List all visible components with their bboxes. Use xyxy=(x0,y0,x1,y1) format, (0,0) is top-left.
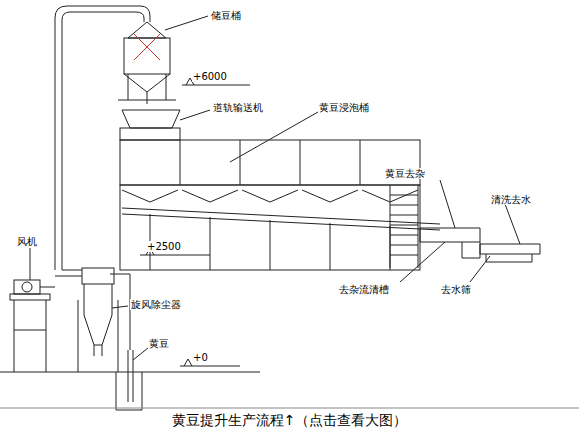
part-label: 旋风除尘器 xyxy=(130,299,182,310)
level-mark: +6000 xyxy=(192,71,228,82)
part-label: 黄豆 xyxy=(148,338,170,349)
part-label: 道轨输送机 xyxy=(212,102,264,113)
part-label: 储豆桶 xyxy=(210,10,242,21)
level-mark: +0 xyxy=(192,352,209,363)
part-label: 去杂流清槽 xyxy=(338,284,390,295)
caption: 黄豆提升生产流程↑（点击查看大图） xyxy=(0,412,579,430)
part-label: 清洗去水 xyxy=(490,194,532,205)
part-label: 黄豆去杂 xyxy=(384,168,426,179)
part-label: 黄豆浸泡桶 xyxy=(318,102,370,113)
part-label: 风机 xyxy=(16,236,38,247)
part-label: 去水筛 xyxy=(440,284,472,295)
level-mark: +2500 xyxy=(146,241,182,252)
